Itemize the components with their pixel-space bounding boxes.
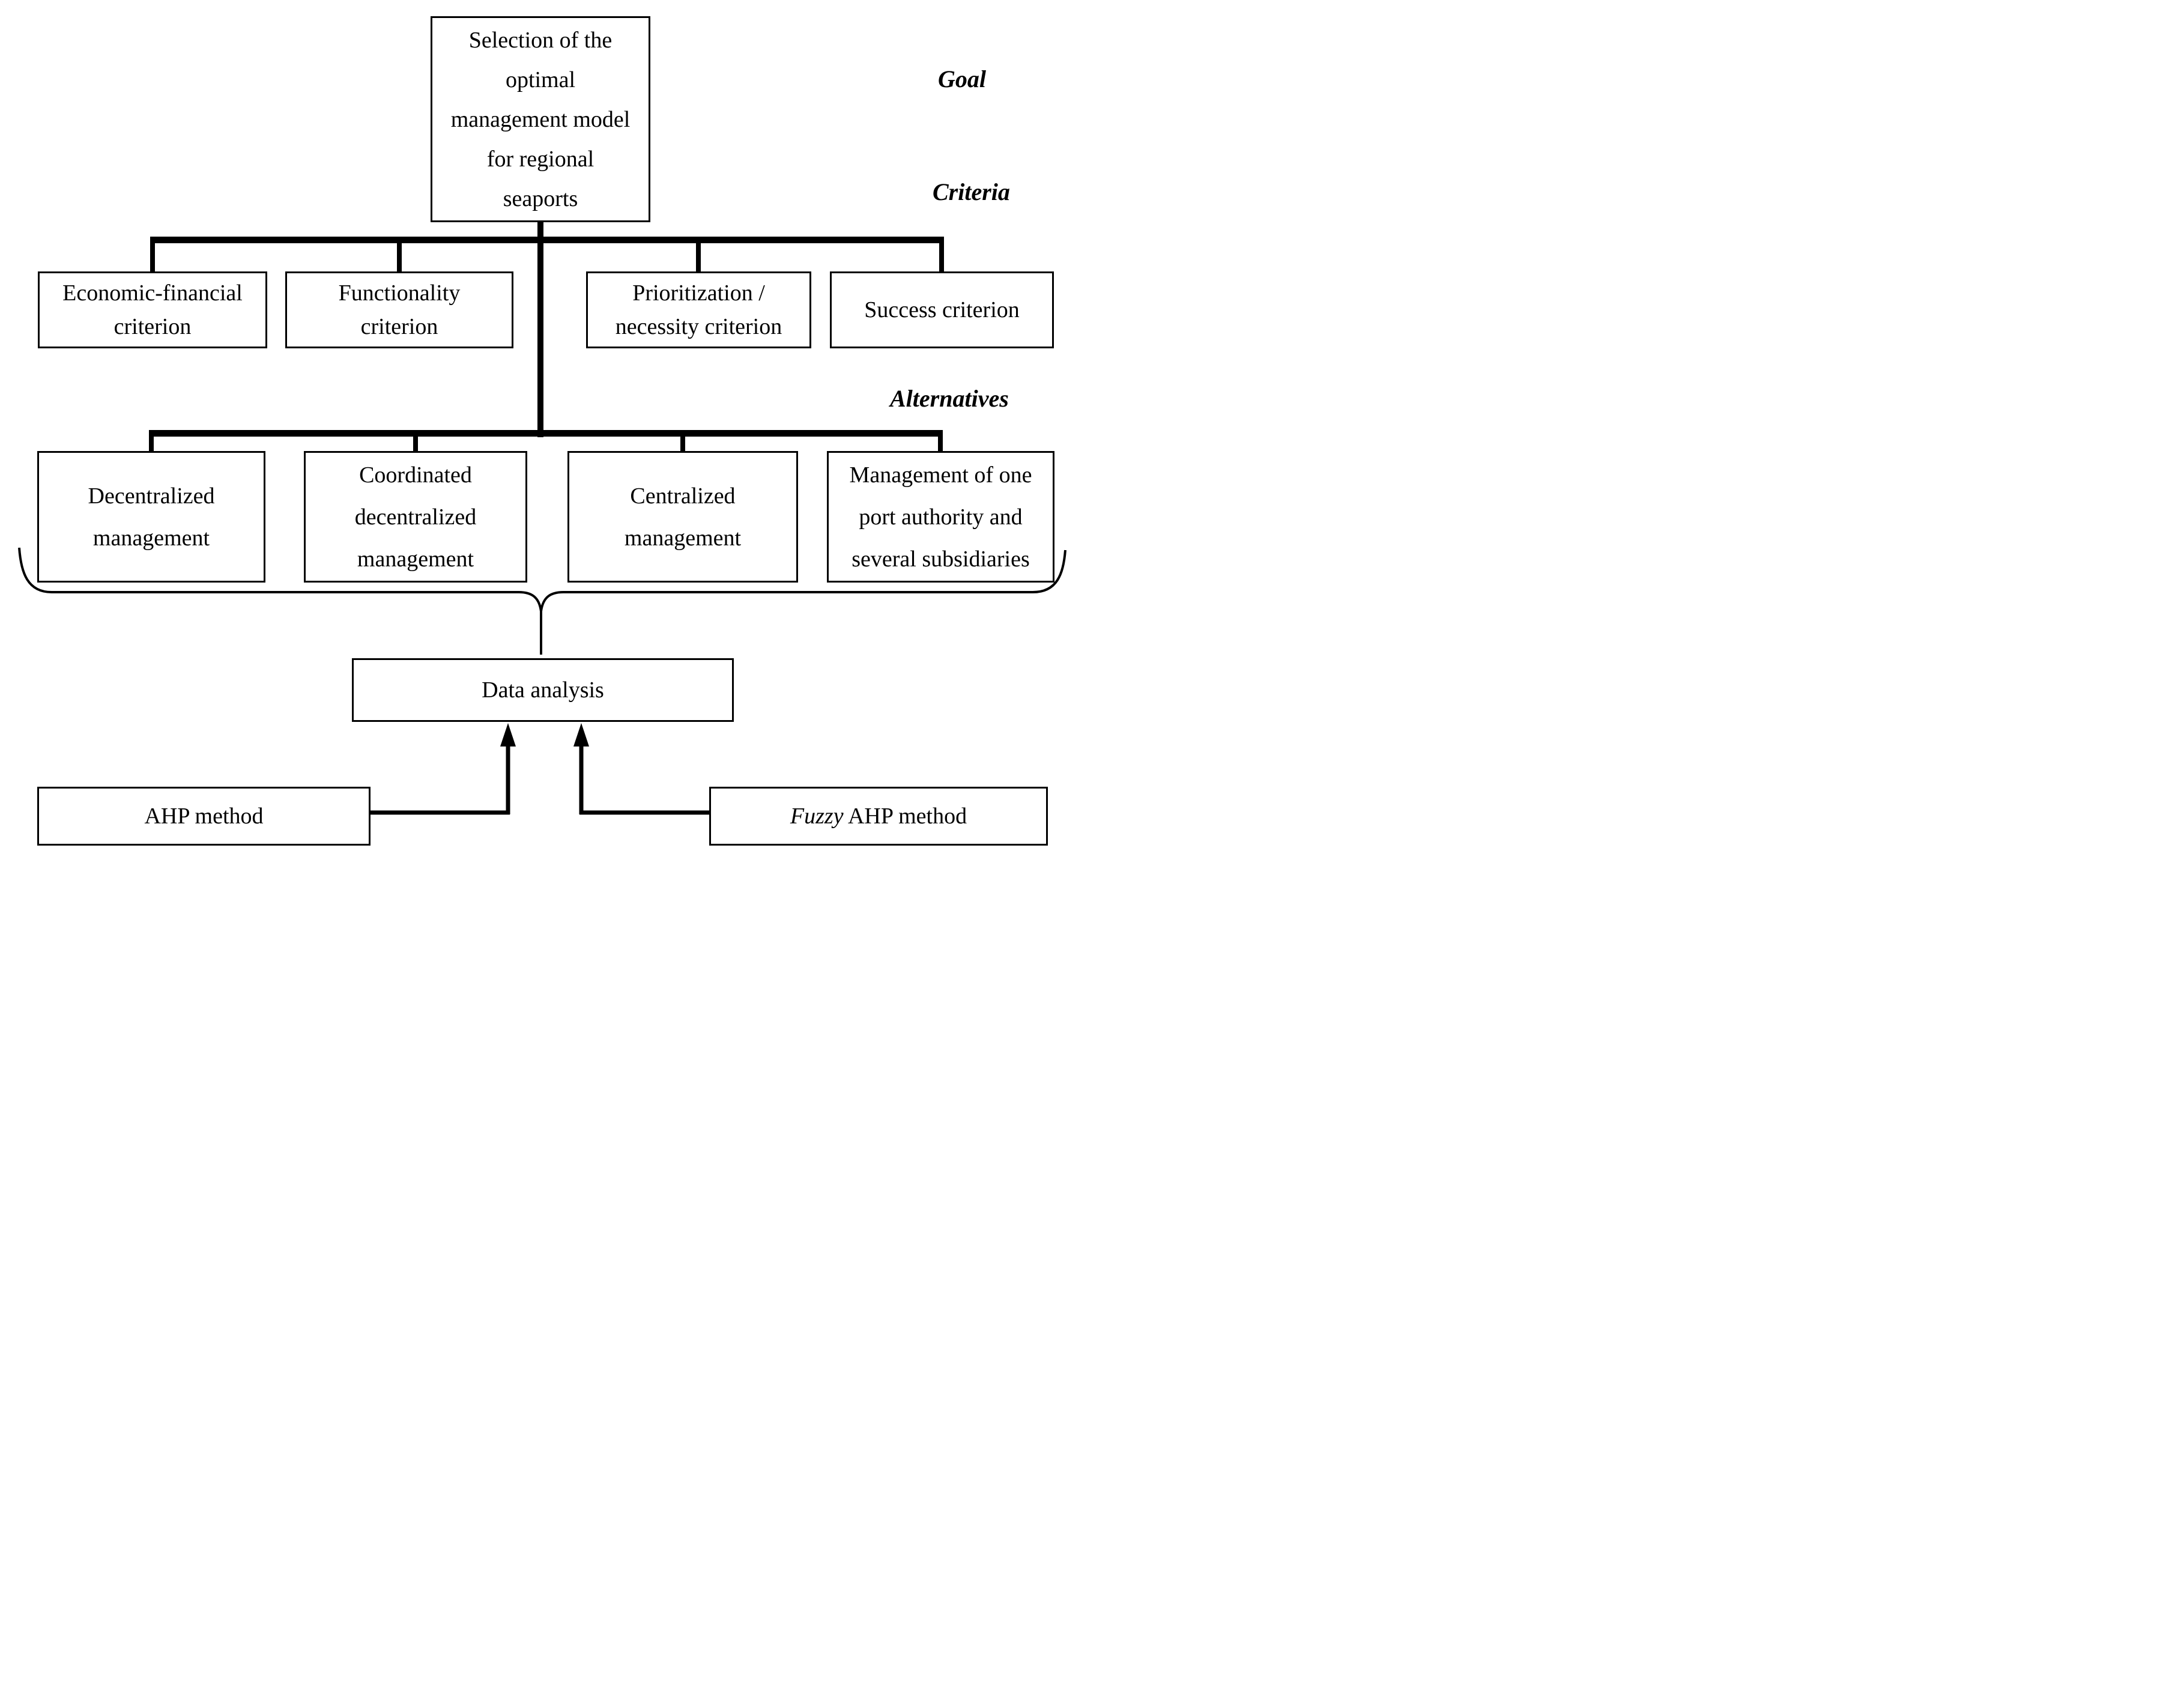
brace-and-arrows-overlay	[18, 547, 1066, 815]
ahp-method-box: AHP method	[37, 787, 371, 846]
alternatives-stub-1	[149, 434, 154, 451]
arrow-up-icon	[573, 723, 589, 746]
goal-box: Selection of the optimal management mode…	[431, 16, 650, 222]
fuzzy-word: Fuzzy	[790, 804, 844, 829]
alternatives-level-label: Alternatives	[890, 385, 1009, 412]
criteria-level-label: Criteria	[933, 178, 1010, 205]
ahp-to-analysis-arrow	[371, 723, 516, 815]
criteria-box-economic-financial: Economic-financial criterion	[38, 271, 267, 348]
connector-trunk	[537, 222, 543, 437]
criteria-stub-2	[397, 240, 402, 271]
criteria-stub-1	[150, 240, 155, 271]
criteria-bus-line	[150, 237, 944, 243]
criteria-stub-4	[939, 240, 944, 271]
arrow-up-icon	[500, 723, 516, 746]
alternatives-bus-line	[149, 430, 943, 437]
criteria-box-functionality: Functionality criterion	[285, 271, 513, 348]
curly-brace	[18, 547, 1066, 655]
fuzzy-ahp-method-box: Fuzzy AHP method	[709, 787, 1048, 846]
criteria-box-prioritization-necessity: Prioritization / necessity criterion	[586, 271, 811, 348]
fuzzy-ahp-to-analysis-arrow	[573, 723, 709, 815]
criteria-box-success: Success criterion	[830, 271, 1054, 348]
fuzzy-ahp-method-label: Fuzzy AHP method	[790, 802, 967, 830]
alternative-box-one-port-authority: Management of one port authority and sev…	[827, 451, 1054, 583]
alternative-box-decentralized: Decentralized management	[37, 451, 265, 583]
alternatives-stub-3	[680, 434, 685, 451]
alternatives-stub-2	[413, 434, 418, 451]
ahp-hierarchy-diagram: Goal Criteria Alternatives Selection of …	[0, 0, 1080, 854]
alternatives-stub-4	[938, 434, 943, 451]
alternative-box-centralized: Centralized management	[567, 451, 798, 583]
goal-level-label: Goal	[938, 65, 986, 92]
data-analysis-box: Data analysis	[352, 658, 734, 722]
alternative-box-coordinated-decentralized: Coordinated decentralized management	[304, 451, 527, 583]
ahp-method-word: AHP method	[843, 804, 967, 829]
criteria-stub-3	[696, 240, 701, 271]
